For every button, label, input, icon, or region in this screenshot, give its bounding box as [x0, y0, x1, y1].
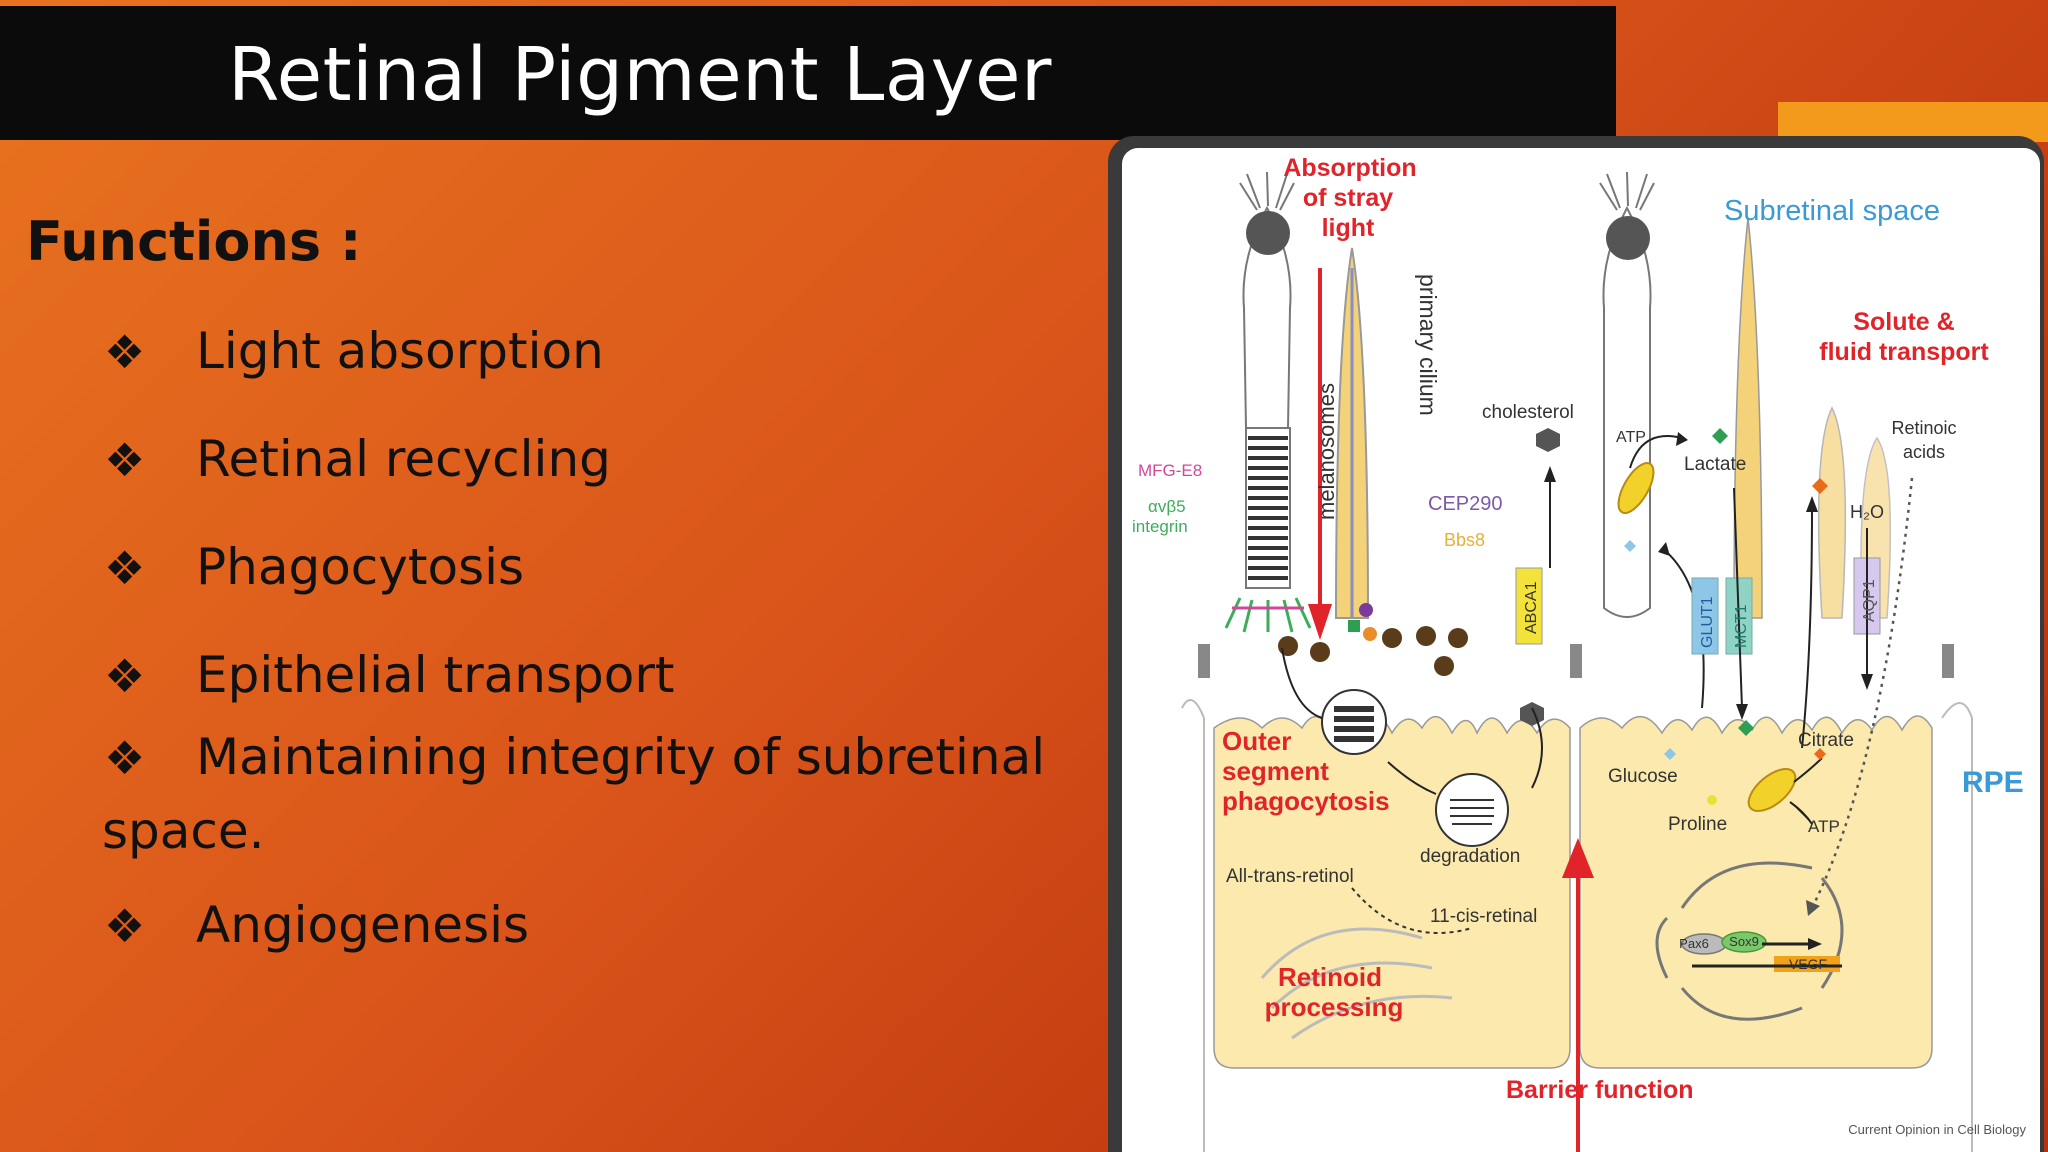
photoreceptor-right: [1602, 205, 1652, 618]
glucose-label: Glucose: [1608, 766, 1678, 787]
list-item: ❖Retinal recycling: [104, 430, 611, 488]
cholesterol-label: cholesterol: [1482, 402, 1574, 423]
proline-label: Proline: [1668, 814, 1727, 835]
primary-cilium-label: primary cilium: [1415, 274, 1441, 416]
tight-junction: [1198, 644, 1210, 678]
svg-text:light: light: [1322, 214, 1375, 242]
lactate-label: Lactate: [1684, 454, 1746, 475]
mct1-label: MCT1: [1733, 604, 1750, 648]
list-item: ❖Epithelial transport: [104, 646, 675, 704]
svg-text:phagocytosis: phagocytosis: [1222, 786, 1390, 816]
retinoid-label: Retinoid: [1278, 962, 1382, 992]
sox9-label: Sox9: [1729, 934, 1759, 949]
slide-title: Retinal Pigment Layer: [228, 32, 1052, 118]
svg-text:segment: segment: [1222, 756, 1329, 786]
credit-label: Current Opinion in Cell Biology: [1848, 1122, 2026, 1137]
svg-text:of stray: of stray: [1303, 184, 1393, 212]
title-bar: Retinal Pigment Layer: [0, 6, 1616, 140]
abca1-label: ABCA1: [1523, 581, 1540, 634]
atp-label: ATP: [1616, 429, 1646, 446]
svg-text:integrin: integrin: [1132, 517, 1188, 536]
svg-text:acids: acids: [1903, 442, 1945, 462]
melanosomes-label: melanosomes: [1314, 383, 1339, 520]
svg-text:processing: processing: [1265, 992, 1404, 1022]
diamond-bullet-icon: ❖: [104, 731, 146, 785]
tight-junction: [1942, 644, 1954, 678]
outer-segment-discs: [1248, 436, 1288, 580]
diamond-bullet-icon: ❖: [104, 325, 146, 379]
all-trans-retinol-label: All-trans-retinol: [1226, 866, 1354, 887]
degradation-label: degradation: [1420, 846, 1520, 867]
diamond-bullet-icon: ❖: [104, 649, 146, 703]
diamond-bullet-icon: ❖: [104, 541, 146, 595]
outer-segment-label: Outer: [1222, 726, 1291, 756]
melanosomes: [1278, 626, 1468, 676]
citrate-label: Citrate: [1798, 730, 1854, 751]
rpe-diagram-svg: Absorption of stray light Subretinal spa…: [1132, 154, 2026, 1152]
list-item: ❖Angiogenesis: [104, 896, 530, 954]
svg-text:fluid transport: fluid transport: [1819, 338, 1989, 366]
functions-heading: Functions :: [26, 210, 362, 273]
rpe-diagram: Absorption of stray light Subretinal spa…: [1122, 148, 2040, 1152]
list-item: ❖Phagocytosis: [104, 538, 525, 596]
h2o-label: H₂O: [1850, 502, 1884, 522]
absorption-label: Absorption: [1283, 154, 1416, 182]
aqp1-label: AQP1: [1861, 579, 1878, 622]
vegf-label: VEGF: [1789, 956, 1827, 972]
cep290-label: CEP290: [1428, 493, 1503, 515]
atp2-label: ATP: [1808, 817, 1840, 836]
subretinal-space-label: Subretinal space: [1724, 195, 1940, 227]
nucleus: [1246, 211, 1290, 255]
list-item-continuation: space.: [102, 802, 265, 860]
mfg-e8-label: MFG-E8: [1138, 461, 1202, 480]
integrin-label: αvβ5: [1148, 497, 1186, 516]
rpe-label: RPE: [1962, 766, 2024, 799]
diamond-bullet-icon: ❖: [104, 433, 146, 487]
accent-bar: [1778, 102, 2048, 142]
barrier-label: Barrier function: [1506, 1076, 1694, 1104]
pax6-label: Pax6: [1679, 936, 1709, 951]
retinoic-acids-label: Retinoic: [1891, 418, 1956, 438]
abca1-transporter: [1515, 567, 1543, 645]
bbs8-label: Bbs8: [1444, 530, 1485, 550]
tight-junction: [1570, 644, 1582, 678]
list-item: ❖Maintaining integrity of subretinal: [104, 728, 1046, 786]
cis-retinal-label: 11-cis-retinal: [1430, 906, 1537, 927]
glut1-transporter: [1691, 577, 1719, 655]
glut1-label: GLUT1: [1699, 596, 1716, 648]
list-item: ❖Light absorption: [104, 322, 604, 380]
diamond-bullet-icon: ❖: [104, 899, 146, 953]
solute-label: Solute &: [1853, 308, 1954, 336]
rpe-cell-right: [1579, 715, 1933, 1069]
